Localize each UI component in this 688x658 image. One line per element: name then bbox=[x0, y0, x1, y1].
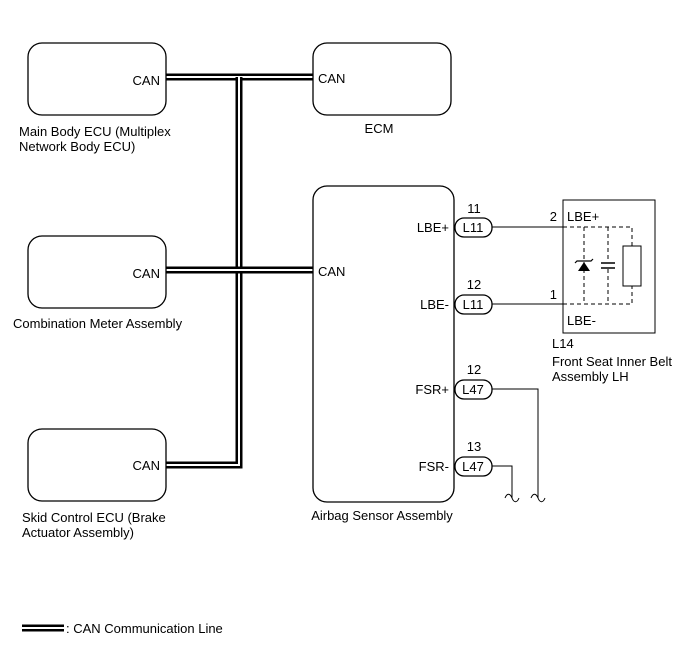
main-body-ecu: CAN Main Body ECU (Multiplex Network Bod… bbox=[19, 42, 171, 154]
belt-assembly: 2 LBE+ 1 LBE- L14 Front Seat Inner Belt … bbox=[550, 199, 672, 384]
airbag-sensor-box bbox=[312, 185, 455, 503]
connector-fsr-plus: L47 12 bbox=[454, 362, 493, 400]
connector-lbe-plus: L11 11 bbox=[454, 201, 493, 238]
combination-meter-name: Combination Meter Assembly bbox=[13, 316, 183, 331]
ecm-box bbox=[312, 42, 452, 116]
signal-wires bbox=[491, 226, 563, 503]
connector-lbe-minus: L11 12 bbox=[454, 277, 493, 315]
belt-pin-plus-number: 2 bbox=[550, 209, 557, 224]
can-bus bbox=[166, 73, 313, 469]
airbag-sensor-name: Airbag Sensor Assembly bbox=[311, 508, 453, 523]
combination-meter-box bbox=[27, 235, 167, 309]
combination-meter: CAN Combination Meter Assembly bbox=[13, 235, 183, 331]
legend-label: : CAN Communication Line bbox=[66, 621, 223, 636]
main-body-ecu-name-line2: Network Body ECU) bbox=[19, 139, 135, 154]
belt-pin-plus-label: LBE+ bbox=[567, 209, 599, 224]
airbag-sensor-assembly: CAN Airbag Sensor Assembly LBE+ LBE- FSR… bbox=[311, 185, 455, 523]
resistor-icon bbox=[622, 245, 642, 287]
belt-assembly-name-line1: Front Seat Inner Belt bbox=[552, 354, 672, 369]
ecm: CAN ECM bbox=[312, 42, 452, 136]
connector-name: L11 bbox=[463, 220, 484, 235]
ecm-name: ECM bbox=[365, 121, 394, 136]
belt-pin-minus-label: LBE- bbox=[567, 313, 596, 328]
pin-label-lbe-minus: LBE- bbox=[420, 297, 449, 312]
belt-assembly-connector: L14 bbox=[552, 336, 574, 351]
main-body-ecu-box bbox=[27, 42, 167, 116]
belt-internal-circuit bbox=[563, 226, 642, 305]
pin-label-fsr-minus: FSR- bbox=[419, 459, 449, 474]
airbag-sensor-can-label: CAN bbox=[318, 264, 345, 279]
ground-symbol-fsr-minus bbox=[504, 493, 520, 503]
pin-label-fsr-plus: FSR+ bbox=[415, 382, 449, 397]
skid-control-ecu-name-line1: Skid Control ECU (Brake bbox=[22, 510, 166, 525]
pin-number: 11 bbox=[467, 201, 481, 216]
pin-number: 13 bbox=[467, 439, 481, 454]
main-body-ecu-can-label: CAN bbox=[133, 73, 160, 88]
ecm-can-label: CAN bbox=[318, 71, 345, 86]
skid-control-ecu-can-label: CAN bbox=[133, 458, 160, 473]
connector-name: L47 bbox=[462, 382, 484, 397]
pin-number: 12 bbox=[467, 362, 481, 377]
zener-diode-icon bbox=[578, 262, 590, 271]
belt-pin-minus-number: 1 bbox=[550, 287, 557, 302]
ground-symbol-fsr-plus bbox=[530, 493, 546, 503]
skid-control-ecu: CAN Skid Control ECU (Brake Actuator Ass… bbox=[22, 428, 167, 540]
combination-meter-can-label: CAN bbox=[133, 266, 160, 281]
skid-control-ecu-box bbox=[27, 428, 167, 502]
connector-fsr-minus: L47 13 bbox=[454, 439, 493, 477]
main-body-ecu-name-line1: Main Body ECU (Multiplex bbox=[19, 124, 171, 139]
pin-label-lbe-plus: LBE+ bbox=[417, 220, 449, 235]
belt-assembly-name-line2: Assembly LH bbox=[552, 369, 629, 384]
skid-control-ecu-name-line2: Actuator Assembly) bbox=[22, 525, 134, 540]
pin-number: 12 bbox=[467, 277, 481, 292]
legend: : CAN Communication Line bbox=[22, 621, 223, 636]
connector-name: L11 bbox=[463, 297, 484, 312]
connector-name: L47 bbox=[462, 459, 484, 474]
